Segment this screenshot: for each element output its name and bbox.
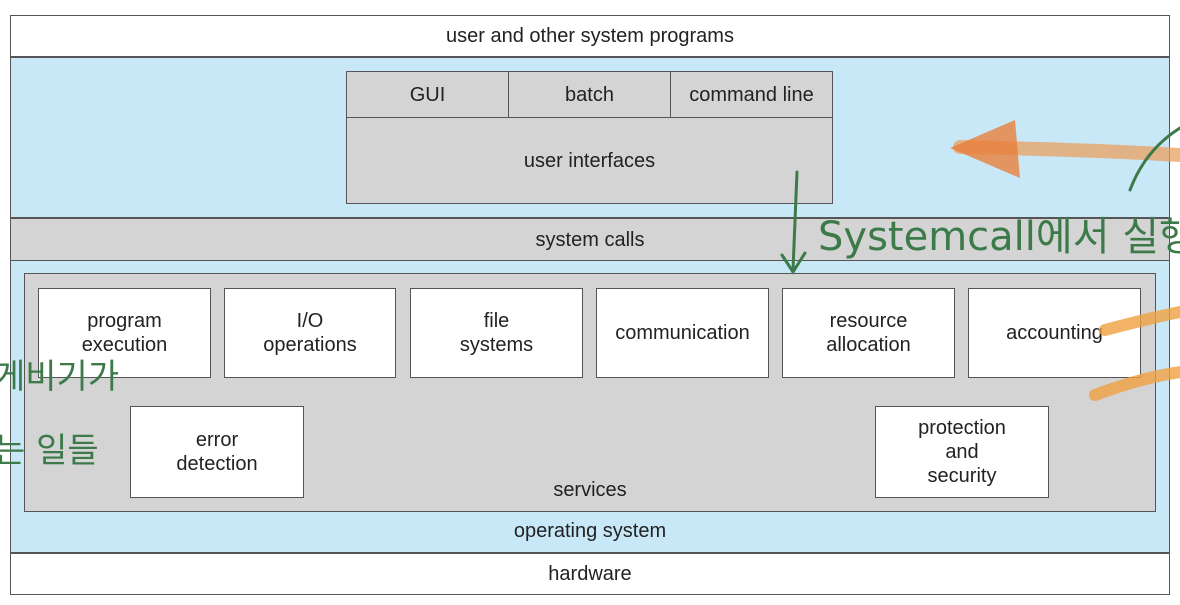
io-operations-label: I/O operations — [263, 310, 357, 356]
file-systems-box: file systems — [410, 288, 583, 378]
accounting-label: accounting — [1006, 322, 1103, 344]
program-execution-label: program execution — [81, 310, 168, 356]
protection-security-label: protection and security — [918, 417, 1006, 487]
hardware-layer: hardware — [10, 553, 1170, 595]
io-operations-box: I/O operations — [224, 288, 396, 378]
resource-allocation-label: resource allocation — [826, 310, 911, 356]
program-execution-box: program execution — [38, 288, 211, 378]
protection-security-box: protection and security — [875, 406, 1049, 498]
gui-label: GUI — [409, 83, 446, 106]
batch-box: batch — [508, 71, 671, 118]
user-programs-label: user and other system programs — [446, 25, 734, 47]
file-systems-label: file systems — [459, 310, 534, 356]
system-calls-layer: system calls — [10, 218, 1170, 261]
hardware-label: hardware — [548, 563, 632, 585]
system-calls-label: system calls — [535, 228, 645, 251]
resource-allocation-box: resource allocation — [782, 288, 955, 378]
batch-label: batch — [565, 83, 614, 106]
user-programs-layer: user and other system programs — [10, 15, 1170, 57]
communication-box: communication — [596, 288, 769, 378]
error-detection-box: error detection — [130, 406, 304, 498]
services-label: services — [553, 479, 627, 501]
error-detection-label: error detection — [176, 429, 258, 475]
command-line-box: command line — [670, 71, 833, 118]
gui-box: GUI — [346, 71, 509, 118]
accounting-box: accounting — [968, 288, 1141, 378]
user-interfaces-label: user interfaces — [523, 150, 656, 172]
operating-system-label: operating system — [513, 520, 667, 542]
communication-label: communication — [615, 322, 750, 344]
command-line-label: command line — [689, 83, 814, 106]
